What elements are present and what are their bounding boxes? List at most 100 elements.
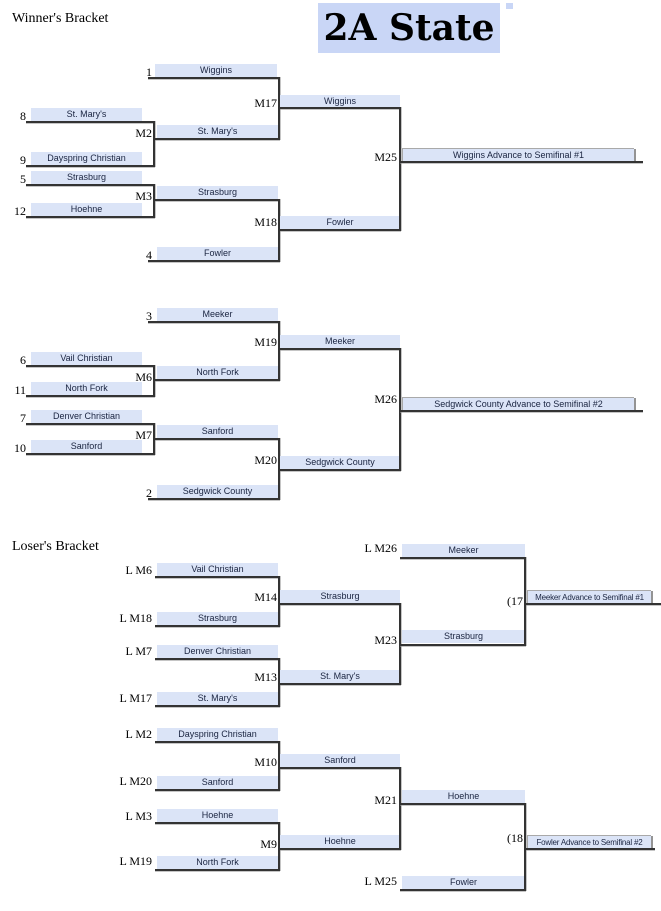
source-label: L M20 <box>119 774 152 788</box>
team-box: North Fork <box>157 856 278 869</box>
bracket-line <box>155 625 280 627</box>
winner-box: Hoehne <box>280 835 400 848</box>
bracket-line <box>26 121 155 123</box>
match-connector <box>278 741 280 791</box>
team-box: Fowler <box>157 247 278 260</box>
bracket-line <box>155 869 280 871</box>
bracket-line <box>148 498 280 500</box>
bracket-line <box>280 848 401 850</box>
team-box: Sedgwick County <box>157 485 278 498</box>
team-box: St. Mary's <box>157 692 278 705</box>
seed-number: 1 <box>146 65 152 79</box>
source-label: L M6 <box>125 563 152 577</box>
bracket-line <box>155 705 280 707</box>
bracket-line <box>280 469 401 471</box>
bracket-line <box>26 453 155 455</box>
team-box: Sanford <box>157 776 278 789</box>
match-label: M19 <box>254 335 277 349</box>
winner-box: Strasburg <box>402 630 525 643</box>
winner-box: Sanford <box>157 425 278 438</box>
bracket-line <box>400 410 643 412</box>
bracket-line <box>280 683 401 685</box>
winner-box: Strasburg <box>157 186 278 199</box>
team-box: Sanford <box>31 440 142 453</box>
advance-box: Meeker Advance to Semifinal #1 <box>527 590 651 604</box>
match-label: M9 <box>260 837 277 851</box>
team-box: Dayspring Christian <box>157 728 278 741</box>
source-label: L M3 <box>125 809 152 823</box>
team-box: Denver Christian <box>31 410 142 423</box>
bracket-line <box>148 77 280 79</box>
match-label: M2 <box>135 126 152 140</box>
match-label: (18 <box>507 831 523 845</box>
team-box: Strasburg <box>31 171 142 184</box>
seed-number: 5 <box>20 172 26 186</box>
match-label: (17 <box>507 594 523 608</box>
page-title: 2A State <box>318 3 500 53</box>
winner-box: St. Mary's <box>280 670 400 683</box>
source-label: L M17 <box>119 691 152 705</box>
losers-bracket-heading: Loser's Bracket <box>12 539 99 554</box>
team-box: Hoehne <box>31 203 142 216</box>
team-box: North Fork <box>31 382 142 395</box>
advance-box: Wiggins Advance to Semifinal #1 <box>402 148 634 162</box>
bracket-line <box>280 348 401 350</box>
bracket-line <box>148 260 280 262</box>
bracket-line <box>400 557 526 559</box>
bracket-line <box>526 603 661 605</box>
match-connector <box>153 423 155 455</box>
match-connector <box>153 121 155 167</box>
bracket-line <box>155 658 280 660</box>
seed-number: 7 <box>20 411 26 425</box>
match-label: M10 <box>254 755 277 769</box>
seed-number: 3 <box>146 309 152 323</box>
winner-box: St. Mary's <box>157 125 278 138</box>
winner-box: Wiggins <box>280 95 400 108</box>
team-box: Hoehne <box>157 809 278 822</box>
match-label: M17 <box>254 96 277 110</box>
match-label: M7 <box>135 428 152 442</box>
seed-number: 4 <box>146 248 152 262</box>
match-connector <box>278 576 280 627</box>
match-connector <box>399 767 401 850</box>
team-box: Fowler <box>402 876 525 889</box>
match-label: M13 <box>254 670 277 684</box>
winner-box: Sanford <box>280 754 400 767</box>
winner-box: Sedgwick County <box>280 456 400 469</box>
team-box: Vail Christian <box>31 352 142 365</box>
seed-number: 11 <box>14 383 26 397</box>
source-label: L M25 <box>364 874 397 888</box>
bracket-line <box>155 199 280 201</box>
seed-number: 10 <box>14 441 26 455</box>
bracket-line <box>26 395 155 397</box>
advance-box: Fowler Advance to Semifinal #2 <box>527 835 651 849</box>
winner-box: North Fork <box>157 366 278 379</box>
bracket-line <box>526 848 655 850</box>
match-label: M18 <box>254 215 277 229</box>
bracket-line <box>155 576 280 578</box>
team-box: Vail Christian <box>157 563 278 576</box>
bracket-line <box>400 889 526 891</box>
bracket-line <box>155 789 280 791</box>
team-box: Wiggins <box>155 64 277 77</box>
match-connector <box>278 77 280 140</box>
team-box: Dayspring Christian <box>31 152 142 165</box>
title-artifact <box>506 3 513 9</box>
source-label: L M18 <box>119 611 152 625</box>
match-label: M26 <box>374 392 397 406</box>
seed-number: 9 <box>20 153 26 167</box>
advance-box: Sedgwick County Advance to Semifinal #2 <box>402 397 634 411</box>
team-box: Meeker <box>402 544 525 557</box>
match-connector <box>153 365 155 397</box>
winner-box: Meeker <box>280 335 400 348</box>
bracket-line <box>26 216 155 218</box>
match-label: M23 <box>374 633 397 647</box>
bracket-line <box>400 161 643 163</box>
match-connector <box>524 557 526 646</box>
match-connector <box>278 822 280 871</box>
seed-number: 2 <box>146 486 152 500</box>
match-connector <box>153 184 155 218</box>
bracket-line <box>400 644 526 646</box>
source-label: L M26 <box>364 541 397 555</box>
